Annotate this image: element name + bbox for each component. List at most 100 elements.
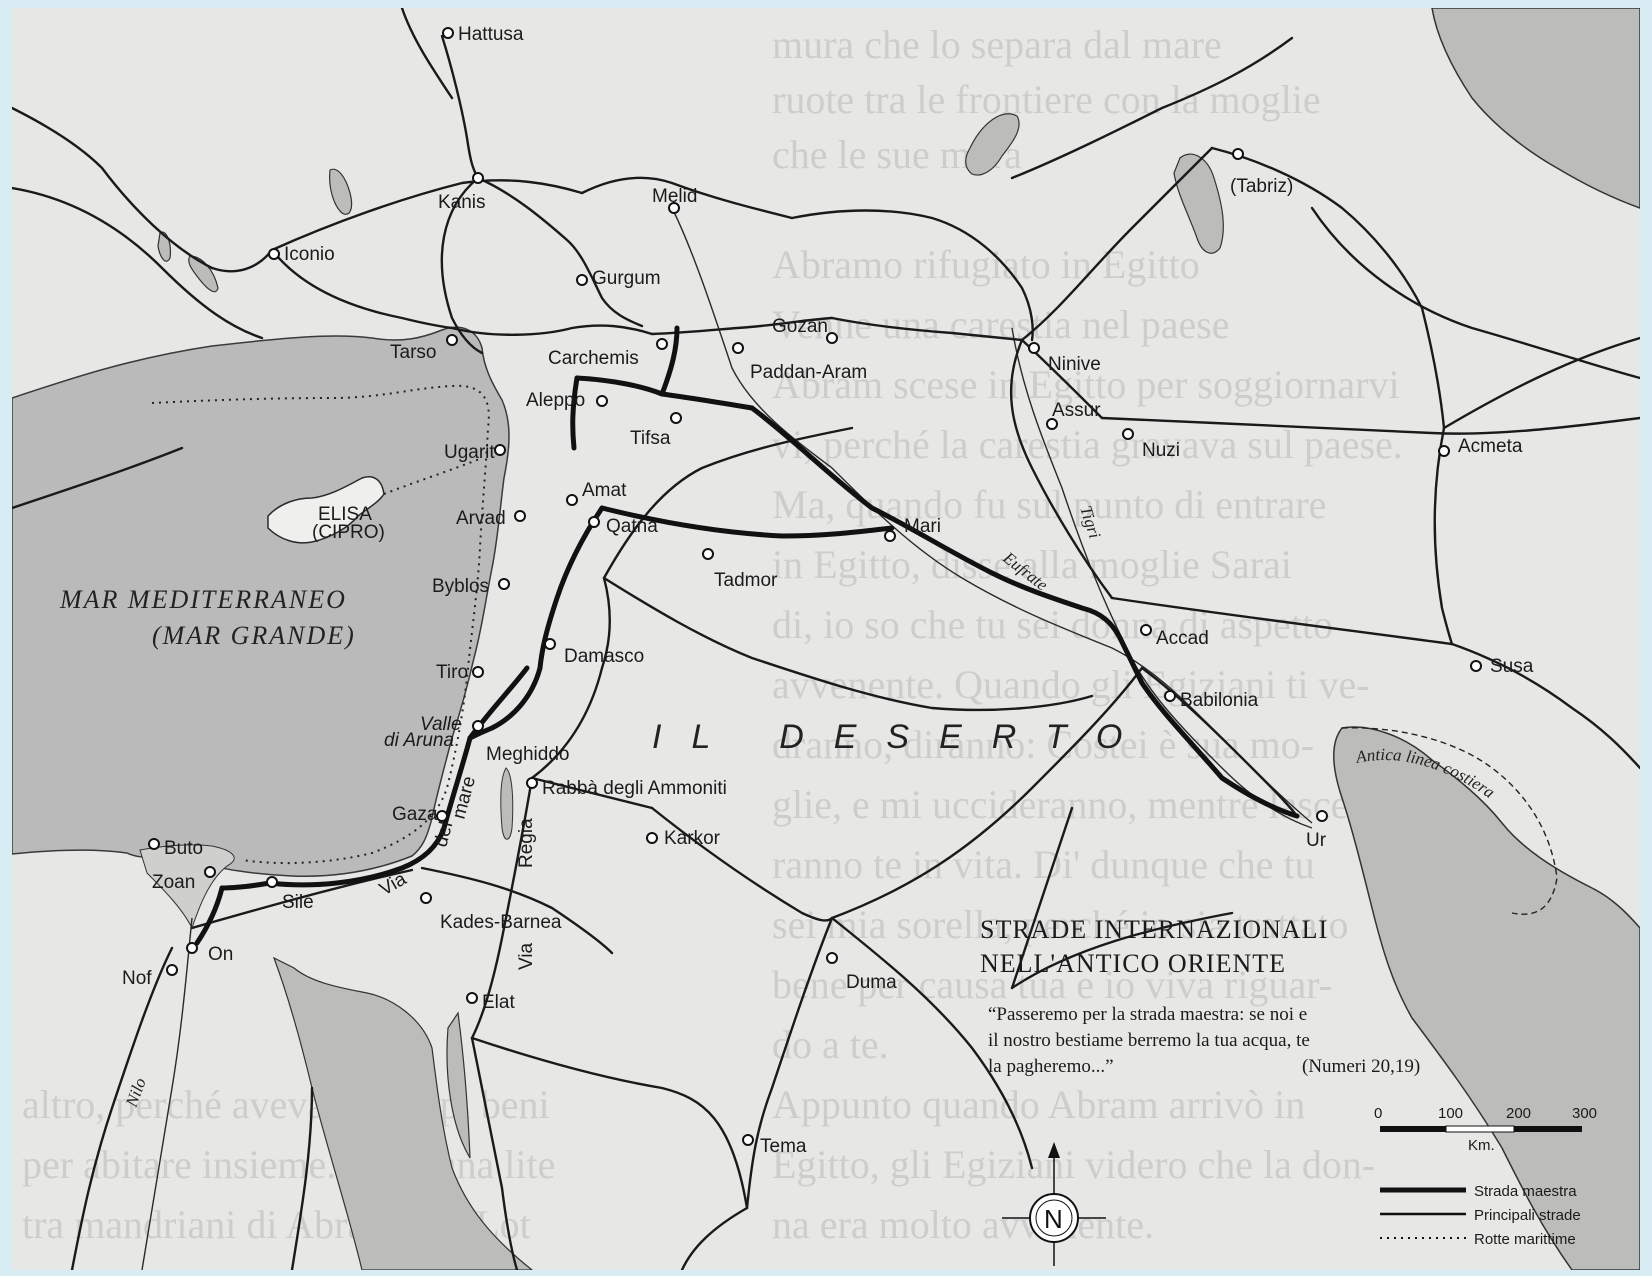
label-accad: Accad	[1156, 628, 1209, 649]
label-ur: Ur	[1306, 830, 1327, 851]
marker-arvad[interactable]	[514, 510, 526, 522]
marker-qatna[interactable]	[588, 516, 600, 528]
city-labels: Hattusa Kanis Melid Iconio Gurgum Tarso …	[122, 24, 1534, 1157]
marker-kanis[interactable]	[472, 172, 484, 184]
marker-tifsa[interactable]	[670, 412, 682, 424]
svg-text:sei mia sorella, perché io sia: sei mia sorella, perché io sia trattato	[772, 902, 1348, 947]
marker-acmeta[interactable]	[1438, 445, 1450, 457]
marker-hattusa[interactable]	[442, 27, 454, 39]
label-rabba: Rabbà degli Ammoniti	[542, 778, 727, 799]
label-nof: Nof	[122, 968, 152, 989]
svg-text:Abramo rifugiato in Egitto: Abramo rifugiato in Egitto	[772, 242, 1200, 287]
caspian-sea	[1431, 8, 1640, 209]
label-amat: Amat	[582, 480, 627, 501]
marker-damasco[interactable]	[544, 638, 556, 650]
label-babilonia: Babilonia	[1180, 690, 1259, 711]
marker-ur[interactable]	[1316, 810, 1328, 822]
marker-accad[interactable]	[1140, 624, 1152, 636]
marker-babilonia[interactable]	[1164, 690, 1176, 702]
marker-gozan[interactable]	[826, 332, 838, 344]
label-tema: Tema	[760, 1136, 807, 1157]
map-title-2: NELL'ANTICO ORIENTE	[980, 949, 1286, 978]
valley-label-2: di Aruna	[384, 730, 454, 751]
marker-tiro[interactable]	[472, 666, 484, 678]
label-kanis: Kanis	[438, 192, 486, 213]
marker-iconio[interactable]	[268, 248, 280, 260]
marker-aleppo[interactable]	[596, 395, 608, 407]
svg-text:altro, perché avevano troppi b: altro, perché avevano troppi beni	[22, 1082, 550, 1127]
marker-sile[interactable]	[266, 876, 278, 888]
label-zoan: Zoan	[152, 872, 195, 893]
marker-tadmor[interactable]	[702, 548, 714, 560]
label-nuzi: Nuzi	[1142, 440, 1180, 461]
marker-byblos[interactable]	[498, 578, 510, 590]
label-tadmor: Tadmor	[714, 570, 778, 591]
svg-text:per abitare insieme. Vi fu una: per abitare insieme. Vi fu una lite	[22, 1142, 555, 1187]
marker-elat[interactable]	[466, 992, 478, 1004]
label-acmeta: Acmeta	[1458, 436, 1523, 457]
marker-ugarit[interactable]	[494, 444, 506, 456]
label-hattusa: Hattusa	[458, 24, 524, 45]
scale-unit: Km.	[1468, 1137, 1495, 1154]
marker-nuzi[interactable]	[1122, 428, 1134, 440]
via-regia-2: Regia	[516, 818, 537, 868]
marker-on[interactable]	[186, 942, 198, 954]
marker-meghiddo[interactable]	[472, 720, 484, 732]
quote-line-2: il nostro bestiame berremo la tua acqua,…	[988, 1030, 1310, 1051]
marker-ninive[interactable]	[1028, 342, 1040, 354]
principal-roads	[12, 8, 1640, 1270]
svg-text:Appunto quando Abram arrivò in: Appunto quando Abram arrivò in	[772, 1082, 1305, 1127]
ancient-coastline	[1341, 727, 1558, 915]
marker-mari[interactable]	[884, 530, 896, 542]
nile-river	[141, 917, 193, 1270]
gulf-aqaba	[446, 1011, 471, 1159]
marker-zoan[interactable]	[204, 866, 216, 878]
svg-text:vi, perché la carestia gravava: vi, perché la carestia gravava sul paese…	[772, 422, 1403, 467]
label-elat: Elat	[482, 992, 515, 1013]
marker-karkor[interactable]	[646, 832, 658, 844]
label-meghiddo: Meghiddo	[486, 744, 569, 765]
marker-assur[interactable]	[1046, 418, 1058, 430]
svg-text:Venne una carestia nel paese: Venne una carestia nel paese	[772, 302, 1230, 347]
marker-tema[interactable]	[742, 1134, 754, 1146]
marker-melid[interactable]	[668, 202, 680, 214]
persian-gulf	[1333, 726, 1640, 1270]
marker-susa[interactable]	[1470, 660, 1482, 672]
label-aleppo: Aleppo	[526, 390, 585, 411]
compass-rose: N	[1002, 1142, 1106, 1266]
marker-carchemis[interactable]	[656, 338, 668, 350]
city-markers	[148, 27, 1482, 1146]
marker-amat[interactable]	[566, 494, 578, 506]
label-tabriz: (Tabriz)	[1230, 176, 1293, 197]
marker-rabba[interactable]	[526, 777, 538, 789]
marker-buto[interactable]	[148, 838, 160, 850]
dead-sea	[500, 767, 514, 840]
marker-kades[interactable]	[420, 892, 432, 904]
svg-text:Egitto, gli Egiziani videro ch: Egitto, gli Egiziani videro che la don-	[772, 1142, 1375, 1187]
quote-line-1: “Passeremo per la strada maestra: se noi…	[988, 1004, 1307, 1025]
desert-label: IL DESERTO	[652, 718, 1152, 756]
label-on: On	[208, 944, 233, 965]
label-assur: Assur	[1052, 400, 1101, 421]
label-ninive: Ninive	[1048, 354, 1101, 375]
marker-tabriz[interactable]	[1232, 148, 1244, 160]
label-paddan: Paddan-Aram	[750, 362, 867, 383]
compass-circle	[1029, 1193, 1079, 1243]
lake-urmia	[1173, 153, 1224, 254]
marker-tarso[interactable]	[446, 334, 458, 346]
marker-gaza[interactable]	[436, 810, 448, 822]
scale-tick-0: 0	[1374, 1105, 1382, 1122]
island-sub: (CIPRO)	[312, 522, 385, 543]
svg-text:Abram scese in Egitto per sogg: Abram scese in Egitto per soggiornarvi	[772, 362, 1400, 407]
marker-nof[interactable]	[166, 964, 178, 976]
label-buto: Buto	[164, 838, 203, 859]
marker-paddan[interactable]	[732, 342, 744, 354]
svg-text:do a te.: do a te.	[772, 1022, 889, 1067]
quote-line-4: (Numeri 20,19)	[1302, 1056, 1420, 1077]
marker-gurgum[interactable]	[576, 274, 588, 286]
compass-north: N	[1044, 1204, 1063, 1234]
marker-duma[interactable]	[826, 952, 838, 964]
label-kades: Kades-Barnea	[440, 912, 562, 933]
sea-label-1: MAR MEDITERRANEO	[59, 585, 347, 614]
